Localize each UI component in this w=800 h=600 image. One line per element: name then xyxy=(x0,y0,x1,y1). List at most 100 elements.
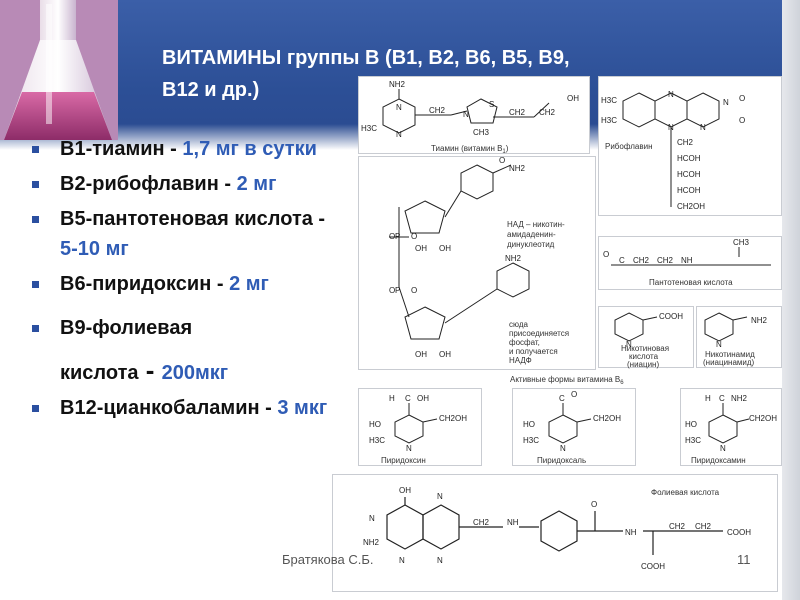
svg-text:CH2OH: CH2OH xyxy=(593,414,621,423)
svg-text:HO: HO xyxy=(369,420,381,429)
svg-text:HCOH: HCOH xyxy=(677,186,701,195)
bullet-square-icon xyxy=(32,281,39,288)
svg-text:Тиамин (витамин В1): Тиамин (витамин В1) xyxy=(431,144,509,155)
svg-text:COOH: COOH xyxy=(727,528,751,537)
svg-text:CH2: CH2 xyxy=(633,256,650,265)
vitamin-list: В1-тиамин - 1,7 мг в сутки В2-рибофлавин… xyxy=(30,134,340,428)
svg-text:O: O xyxy=(411,286,417,295)
svg-text:OH: OH xyxy=(417,394,429,403)
svg-text:COOH: COOH xyxy=(659,312,683,321)
svg-text:Активные формы витамина В6: Активные формы витамина В6 xyxy=(510,375,624,386)
svg-text:Пантотеновая кислота: Пантотеновая кислота xyxy=(649,278,733,287)
nicotinic-panel: COOH N Никотиновая кислота (ниацин) xyxy=(598,306,694,369)
b6-forms-caption: Активные формы витамина В6 xyxy=(510,375,624,386)
svg-text:Пиридоксаль: Пиридоксаль xyxy=(537,456,586,465)
svg-text:OH: OH xyxy=(567,94,579,103)
pyridoxamine-panel: H C NH2 HO CH2OH H3C N Пиридоксамин xyxy=(680,388,782,466)
svg-text:O: O xyxy=(411,232,417,241)
svg-text:Пиридоксин: Пиридоксин xyxy=(381,456,426,465)
list-item-b12: В12-цианкобаламин - 3 мкг xyxy=(30,393,340,423)
svg-text:CH2: CH2 xyxy=(657,256,674,265)
pyridoxal-structure: C O HO CH2OH H3C N Пиридоксаль xyxy=(523,390,621,465)
bullet-square-icon xyxy=(32,181,39,188)
svg-text:HO: HO xyxy=(523,420,535,429)
side-bar xyxy=(782,0,800,600)
svg-text:N: N xyxy=(720,444,726,453)
dose-b1: 1,7 мг в сутки xyxy=(182,138,317,160)
svg-text:NH: NH xyxy=(681,256,693,265)
folic-acid-panel: Фолиевая кислота OH N NH2 N N N CH2 NH O… xyxy=(332,474,778,592)
svg-text:H3C: H3C xyxy=(601,96,617,105)
svg-text:Никотиновая: Никотиновая xyxy=(621,344,669,353)
svg-text:N: N xyxy=(406,444,412,453)
dose-b9: 200мкг xyxy=(161,362,229,384)
svg-text:CH2: CH2 xyxy=(669,522,686,531)
svg-text:N: N xyxy=(399,556,405,565)
svg-text:N: N xyxy=(396,103,402,112)
svg-text:NH2: NH2 xyxy=(505,254,522,263)
svg-text:H3C: H3C xyxy=(523,436,539,445)
thiamine-structure: NH2 N H3C N CH2 N S CH3 CH2 CH2 OH Тиами… xyxy=(361,80,579,155)
svg-text:Рибофлавин: Рибофлавин xyxy=(605,142,653,151)
svg-text:OH: OH xyxy=(439,244,451,253)
list-item-b5: В5-пантотеновая кислота - 5-10 мг xyxy=(30,204,340,264)
bullet-square-icon xyxy=(32,216,39,223)
svg-text:H3C: H3C xyxy=(685,436,701,445)
svg-text:и получается: и получается xyxy=(509,347,558,356)
nicotinamide-structure: NH2 N Никотинамид (ниацинамид) xyxy=(703,312,768,367)
svg-text:N: N xyxy=(668,123,674,132)
svg-text:O: O xyxy=(739,116,745,125)
svg-text:CH3: CH3 xyxy=(473,128,490,137)
svg-text:NH2: NH2 xyxy=(363,538,380,547)
svg-text:O: O xyxy=(389,286,395,295)
flask-image xyxy=(0,0,118,140)
svg-text:N: N xyxy=(560,444,566,453)
title-line-2: В12 и др.) xyxy=(162,79,260,101)
svg-text:CH2: CH2 xyxy=(677,138,694,147)
svg-text:присоединяется: присоединяется xyxy=(509,329,569,338)
svg-text:H: H xyxy=(705,394,711,403)
svg-text:NH: NH xyxy=(625,528,637,537)
svg-text:кислота: кислота xyxy=(629,352,659,361)
svg-text:HO: HO xyxy=(685,420,697,429)
svg-text:H3C: H3C xyxy=(369,436,385,445)
page-title: ВИТАМИНЫ группы В (В1, В2, В6, В5, В9, В… xyxy=(162,42,782,106)
dose-b12: 3 мкг xyxy=(277,397,328,419)
svg-text:N: N xyxy=(437,492,443,501)
svg-text:Фолиевая кислота: Фолиевая кислота xyxy=(651,488,720,497)
svg-text:CH2: CH2 xyxy=(429,106,446,115)
svg-text:OH: OH xyxy=(439,350,451,359)
pantothenic-structure: O C CH2 CH2 NH CH3 Пантотеновая кислота xyxy=(603,238,771,287)
svg-text:N: N xyxy=(716,340,722,349)
svg-text:C: C xyxy=(619,256,625,265)
nad-structure: NH2 O O P O OH OH O P O NH2 OH OH НАД – … xyxy=(389,156,569,365)
svg-text:CH2: CH2 xyxy=(473,518,490,527)
pyridoxal-panel: C O HO CH2OH H3C N Пиридоксаль xyxy=(512,388,636,466)
svg-text:CH2OH: CH2OH xyxy=(677,202,705,211)
svg-text:амидаденин-: амидаденин- xyxy=(507,230,556,239)
pyridoxamine-structure: H C NH2 HO CH2OH H3C N Пиридоксамин xyxy=(685,394,777,465)
svg-text:O: O xyxy=(591,500,597,509)
nad-panel: NH2 O O P O OH OH O P O NH2 OH OH НАД – … xyxy=(358,156,596,370)
list-item-b9: В9-фолиевая кислота - 200мкг xyxy=(30,313,340,388)
svg-text:O: O xyxy=(739,94,745,103)
svg-text:NH2: NH2 xyxy=(751,316,768,325)
svg-text:H: H xyxy=(389,394,395,403)
svg-text:CH2: CH2 xyxy=(509,108,526,117)
svg-text:OH: OH xyxy=(415,350,427,359)
svg-text:NH2: NH2 xyxy=(389,80,406,89)
flask-icon xyxy=(0,0,118,140)
folic-acid-structure: Фолиевая кислота OH N NH2 N N N CH2 NH O… xyxy=(363,486,751,571)
nicotinic-structure: COOH N Никотиновая кислота (ниацин) xyxy=(614,312,683,369)
svg-text:НАД – никотин-: НАД – никотин- xyxy=(507,220,565,229)
svg-text:N: N xyxy=(437,556,443,565)
svg-text:N: N xyxy=(369,514,375,523)
svg-text:HCOH: HCOH xyxy=(677,154,701,163)
svg-text:O: O xyxy=(603,250,609,259)
svg-text:CH3: CH3 xyxy=(733,238,750,247)
thiamine-panel: NH2 N H3C N CH2 N S CH3 CH2 CH2 OH Тиами… xyxy=(358,76,590,155)
svg-text:P: P xyxy=(395,286,400,295)
bullet-square-icon xyxy=(32,405,39,412)
svg-text:сюда: сюда xyxy=(509,320,528,329)
svg-text:НАДФ: НАДФ xyxy=(509,356,532,365)
